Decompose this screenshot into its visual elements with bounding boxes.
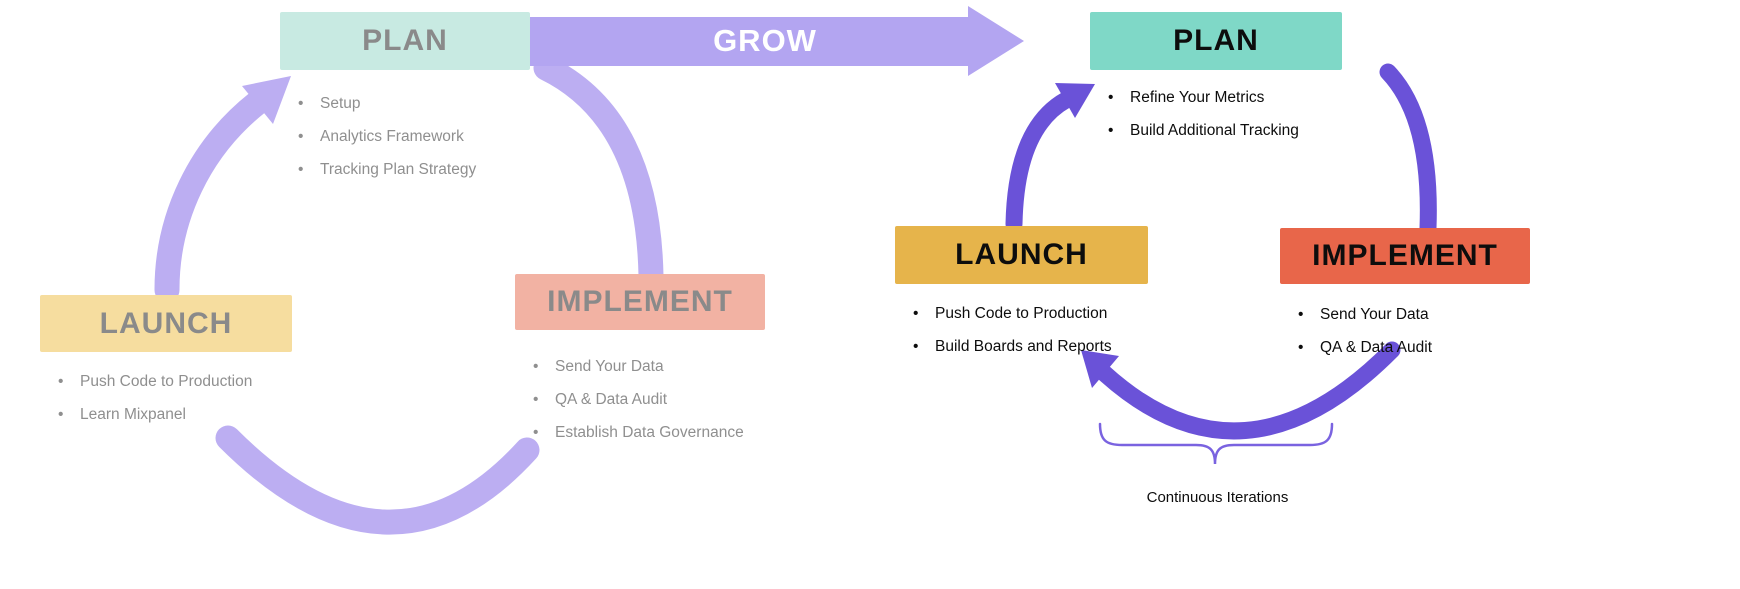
right-implement-box: IMPLEMENT: [1280, 228, 1530, 284]
left-launch-label: LAUNCH: [99, 306, 233, 340]
right-plan-box: PLAN: [1090, 12, 1342, 70]
left-implement-box: IMPLEMENT: [515, 274, 765, 330]
left-implement-label: IMPLEMENT: [547, 285, 733, 318]
left-cycle-arrowhead-to-plan: [242, 76, 291, 124]
left-plan-label: PLAN: [362, 24, 448, 57]
left-launch-bullets: Push Code to Production Learn Mixpanel: [56, 372, 252, 438]
left-cycle-arrow-implement-to-launch: [215, 425, 540, 535]
grow-arrow-label: GROW: [713, 23, 817, 58]
right-launch-bullets: Push Code to Production Build Boards and…: [911, 304, 1112, 370]
left-plan-box: PLAN: [280, 12, 530, 70]
right-cycle-arrow-plan-to-implement: [1379, 63, 1437, 237]
right-cycle-arrowhead-to-launch: [1081, 350, 1119, 388]
bullet-item: Analytics Framework: [296, 127, 476, 147]
right-launch-label: LAUNCH: [955, 238, 1088, 271]
left-plan-bullets: Setup Analytics Framework Tracking Plan …: [296, 94, 476, 193]
right-plan-label: PLAN: [1173, 24, 1259, 57]
bullet-item: Build Boards and Reports: [911, 337, 1112, 357]
bullet-item: Send Your Data: [531, 357, 744, 377]
left-cycle-arrow-launch-to-plan: [154, 90, 270, 303]
continuous-iterations-brace: [1098, 422, 1334, 465]
right-cycle-arrowhead-to-plan: [1055, 83, 1095, 118]
right-cycle-arrow-launch-to-plan: [1005, 91, 1075, 233]
left-implement-bullets: Send Your Data QA & Data Audit Establish…: [531, 357, 744, 456]
right-implement-bullets: Send Your Data QA & Data Audit: [1296, 305, 1432, 371]
bullet-item: QA & Data Audit: [1296, 338, 1432, 358]
bullet-item: QA & Data Audit: [531, 390, 744, 410]
left-cycle-arrow-plan-to-implement: [533, 55, 664, 289]
bullet-item: Establish Data Governance: [531, 423, 744, 443]
right-launch-box: LAUNCH: [895, 226, 1148, 284]
bullet-item: Send Your Data: [1296, 305, 1432, 325]
bullet-item: Build Additional Tracking: [1106, 121, 1299, 141]
right-plan-bullets: Refine Your Metrics Build Additional Tra…: [1106, 88, 1299, 154]
left-launch-box: LAUNCH: [40, 295, 292, 352]
grow-arrow-shape: [530, 6, 1024, 76]
continuous-iterations-caption: Continuous Iterations: [1146, 489, 1289, 506]
right-implement-label: IMPLEMENT: [1312, 239, 1498, 272]
bullet-item: Push Code to Production: [56, 372, 252, 392]
bullet-item: Refine Your Metrics: [1106, 88, 1299, 108]
bullet-item: Push Code to Production: [911, 304, 1112, 324]
bullet-item: Setup: [296, 94, 476, 114]
bullet-item: Learn Mixpanel: [56, 405, 252, 425]
right-cycle-arrow-implement-to-launch: [1094, 341, 1401, 440]
bullet-item: Tracking Plan Strategy: [296, 160, 476, 180]
